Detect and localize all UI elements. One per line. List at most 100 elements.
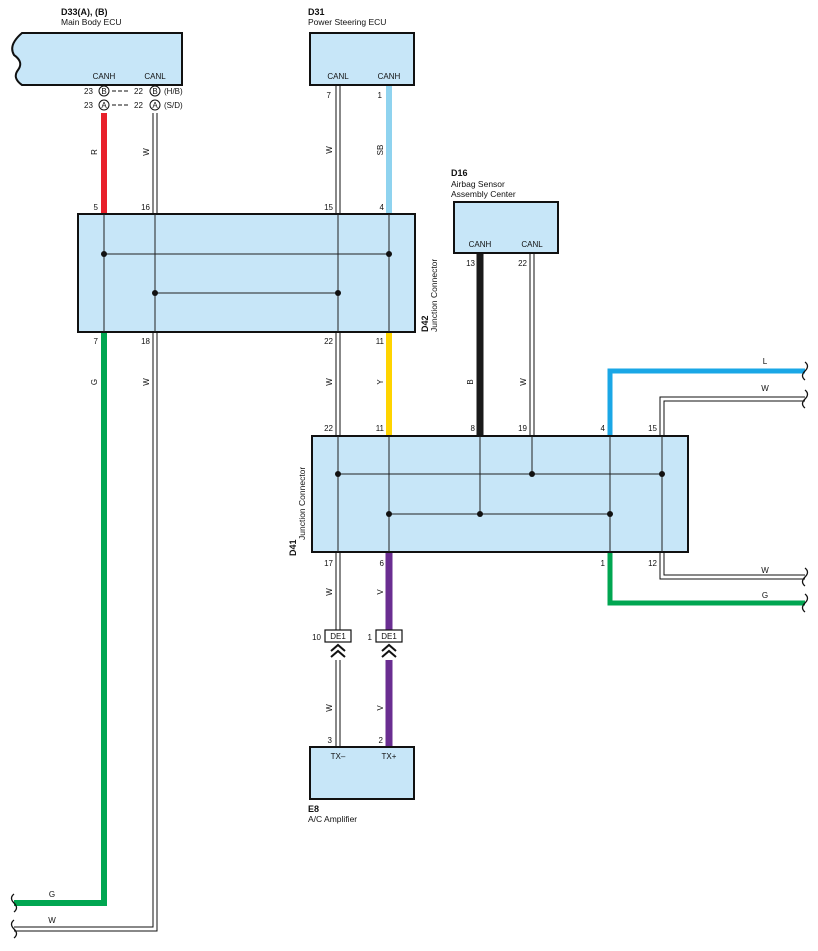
svg-text:DE1: DE1 (330, 632, 346, 641)
wire-label-left-g: G (49, 890, 55, 899)
e8-term-txp: TX+ (382, 752, 397, 761)
d42-pin-4: 4 (380, 203, 385, 212)
wire-label-right-w-bot: W (761, 566, 769, 575)
d16-term-canl: CANL (521, 240, 543, 249)
d41-junction-box (311, 435, 689, 553)
wire-label-e8-w: W (325, 704, 334, 712)
wire-label-d42-d41-w: W (325, 378, 334, 386)
d41-pin-19: 19 (518, 424, 527, 433)
wire-d42-7-green (14, 332, 107, 906)
svg-text:B: B (152, 87, 157, 96)
wire-label-left-w: W (48, 916, 56, 925)
svg-text:22: 22 (134, 87, 143, 96)
d16-name-line2: Assembly Center (451, 189, 516, 199)
wire-d41-15-white (659, 396, 805, 436)
d33-connector-row-a: 23 A 22 A (S/D) (84, 99, 183, 111)
wire-label-d31-canh: SB (376, 145, 385, 156)
d41-name: Junction Connector (297, 467, 307, 540)
d42-name: Junction Connector (429, 259, 439, 332)
d42-pin-11: 11 (376, 337, 385, 346)
d42-pin-5: 5 (94, 203, 99, 212)
d41-pin-17: 17 (324, 559, 333, 568)
wire-d41-4-blue (607, 368, 805, 436)
de1-right-plug: 1 DE1 (368, 629, 403, 658)
wire-label-d41-6-v: V (376, 589, 385, 595)
wire-label-d42-out-w: W (142, 378, 151, 386)
d31-id: D31 (308, 7, 325, 17)
d41-pin-15: 15 (648, 424, 657, 433)
e8-pin-2: 2 (379, 736, 384, 745)
e8-name: A/C Amplifier (308, 814, 357, 824)
svg-text:23: 23 (84, 101, 93, 110)
wire-label-right-w-top: W (761, 384, 769, 393)
d42-pin-7: 7 (94, 337, 99, 346)
svg-text:A: A (152, 101, 158, 110)
svg-text:B: B (101, 87, 106, 96)
d41-pin-22: 22 (324, 424, 333, 433)
d41-pin-4: 4 (601, 424, 606, 433)
d31-ecu-box (309, 32, 415, 86)
d33-connector-row-b: 23 B 22 B (H/B) (84, 85, 183, 97)
d42-pin-18: 18 (141, 337, 150, 346)
d42-pin-16: 16 (141, 203, 150, 212)
wire-label-d41-17-w: W (325, 588, 334, 596)
d33-name: Main Body ECU (61, 17, 121, 27)
wire-label-e8-v: V (376, 705, 385, 711)
d42-pin-15: 15 (324, 203, 333, 212)
wire-d41-12-white (659, 552, 805, 580)
wire-label-d31-canl: W (325, 146, 334, 154)
svg-text:23: 23 (84, 87, 93, 96)
d16-id: D16 (451, 168, 468, 178)
d41-pin-11: 11 (376, 424, 385, 433)
svg-text:10: 10 (312, 633, 321, 642)
de1-left-plug: 10 DE1 (312, 629, 352, 658)
d31-term-canl: CANL (327, 72, 349, 81)
d33-term-canl: CANL (144, 72, 166, 81)
d41-pin-6: 6 (380, 559, 385, 568)
d41-pin-12: 12 (648, 559, 657, 568)
d16-ecu-box (453, 201, 559, 254)
e8-pin-3: 3 (328, 736, 333, 745)
svg-text:22: 22 (134, 101, 143, 110)
wire-label-right-l: L (763, 357, 768, 366)
e8-id: E8 (308, 804, 319, 814)
svg-text:1: 1 (368, 633, 373, 642)
svg-text:(S/D): (S/D) (164, 101, 183, 110)
d31-term-canh: CANH (378, 72, 401, 81)
d31-name: Power Steering ECU (308, 17, 386, 27)
d41-pin-1: 1 (601, 559, 606, 568)
svg-text:A: A (101, 101, 107, 110)
d33-id: D33(A), (B) (61, 7, 108, 17)
d33-term-canh: CANH (93, 72, 116, 81)
d16-pin-22: 22 (518, 259, 527, 268)
d42-id: D42 (420, 315, 430, 332)
wire-label-d16-b: B (466, 379, 475, 384)
d33-ecu-box (11, 32, 183, 86)
break-marks-left (10, 893, 18, 939)
d16-term-canh: CANH (469, 240, 492, 249)
wire-label-d16-w: W (519, 378, 528, 386)
e8-ecu-box (309, 746, 415, 800)
d41-id: D41 (288, 539, 298, 556)
d41-internal-lines (335, 436, 665, 552)
d42-pin-22: 22 (324, 337, 333, 346)
wire-d41-1-green (607, 552, 805, 606)
d31-pin-canl: 7 (327, 91, 332, 100)
wire-d42-18-white (14, 332, 158, 932)
wire-label-d42-d41-y: Y (376, 379, 385, 385)
d42-internal-lines (101, 214, 392, 332)
wire-label-d33-canh: R (90, 149, 99, 155)
d41-pin-8: 8 (471, 424, 476, 433)
d31-pin-canh: 1 (378, 91, 383, 100)
svg-text:(H/B): (H/B) (164, 87, 183, 96)
d16-name-line1: Airbag Sensor (451, 179, 505, 189)
wire-label-right-g: G (762, 591, 768, 600)
wire-label-d33-canl: W (142, 148, 151, 156)
e8-term-txm: TX– (331, 752, 346, 761)
wire-label-d42-out-g: G (90, 379, 99, 385)
d42-junction-box (77, 213, 416, 333)
d16-pin-13: 13 (466, 259, 475, 268)
svg-text:DE1: DE1 (381, 632, 397, 641)
break-marks-right (801, 361, 809, 613)
